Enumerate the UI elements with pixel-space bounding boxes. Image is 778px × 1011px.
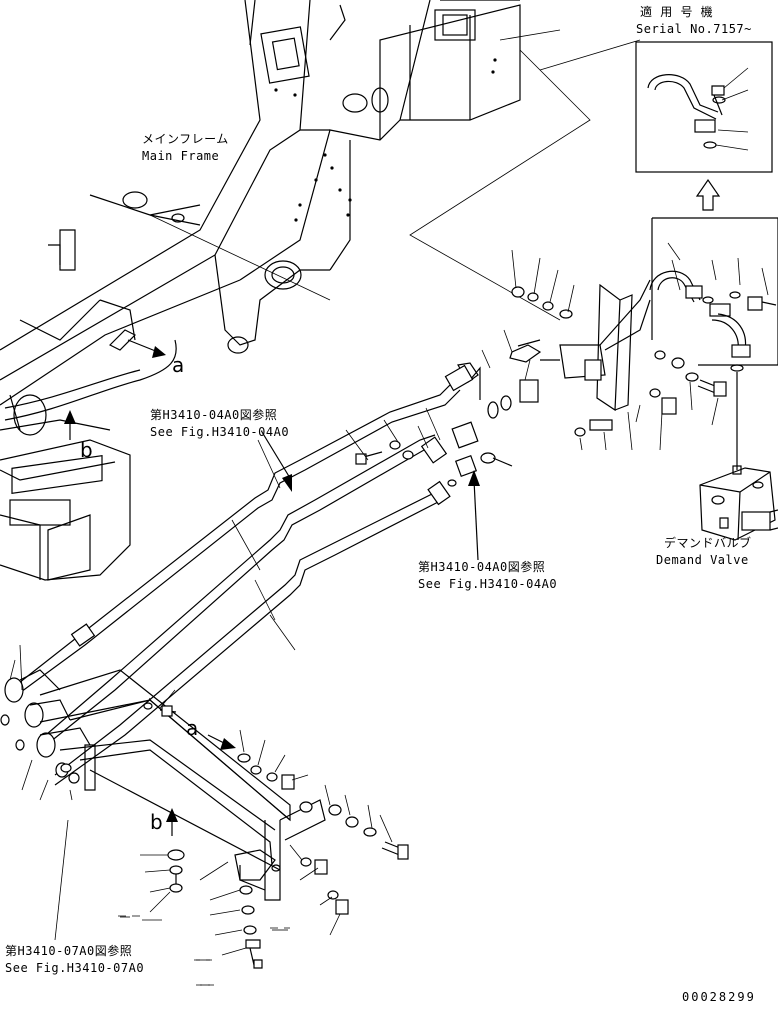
mark-a-lower: a <box>186 716 199 740</box>
pipes <box>9 364 513 786</box>
arrow-b-lower-icon <box>166 808 178 822</box>
ref1-label-jp: 第H3410-04A0図参照 <box>150 408 278 422</box>
arrows <box>64 339 480 836</box>
ref-arrow-2-icon <box>468 470 480 486</box>
serial-label-en: Serial No.7157~ <box>636 22 752 36</box>
arrow-a-upper-icon <box>152 346 166 358</box>
lower-hoses <box>0 644 91 801</box>
ref2-label-jp: 第H3410-04A0図参照 <box>418 560 546 574</box>
mark-b-lower: b <box>150 810 164 834</box>
ref3-label-en: See Fig.H3410-07A0 <box>5 961 145 975</box>
detail-box <box>649 217 778 470</box>
ref-arrow-1-icon <box>282 474 292 492</box>
demand-valve-label-jp: デマンドバルブ <box>664 536 752 550</box>
ref1-label-en: See Fig.H3410-04A0 <box>150 425 290 439</box>
arrow-b-upper-icon <box>64 410 76 424</box>
arrow-a-lower-icon <box>220 738 236 750</box>
ref3-label-jp: 第H3410-07A0図参照 <box>5 944 133 958</box>
demand-valve-label-en: Demand Valve <box>656 553 749 567</box>
bracket-assembly <box>457 249 727 451</box>
serial-label-jp: 適 用 号 機 <box>640 5 714 19</box>
ref2-label-en: See Fig.H3410-04A0 <box>418 577 558 591</box>
drawing-number: 00028299 <box>682 990 756 1004</box>
main-frame-label-jp: メインフレーム <box>142 132 229 146</box>
lower-frame <box>39 669 409 986</box>
mark-a-upper: a <box>172 353 185 377</box>
demand-valve <box>699 465 778 541</box>
main-frame <box>0 0 521 581</box>
dash-marks <box>118 915 290 986</box>
leader-lines <box>409 29 641 321</box>
mark-b-upper: b <box>80 438 94 462</box>
main-frame-label-en: Main Frame <box>142 149 220 163</box>
inset-box <box>635 41 773 211</box>
